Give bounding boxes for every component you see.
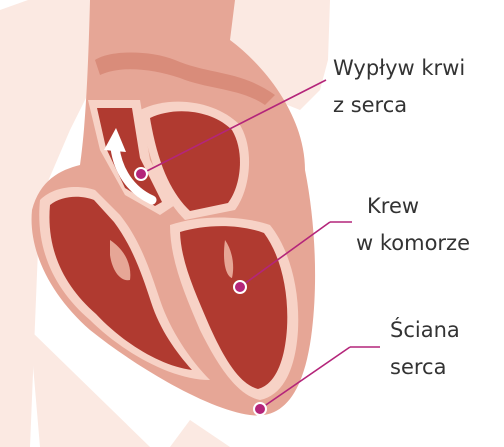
- dot-outflow: [135, 168, 147, 180]
- dot-ventricle: [234, 281, 246, 293]
- label-wall-line1: Ściana: [390, 316, 460, 344]
- label-ventricle-line1: Krew: [367, 192, 419, 220]
- label-outflow-line1: Wypływ krwi: [333, 54, 465, 82]
- label-outflow-line2: z serca: [333, 91, 407, 119]
- label-wall-line2: serca: [390, 353, 446, 381]
- label-ventricle-line2: w komorze: [356, 229, 470, 257]
- dot-wall: [254, 403, 266, 415]
